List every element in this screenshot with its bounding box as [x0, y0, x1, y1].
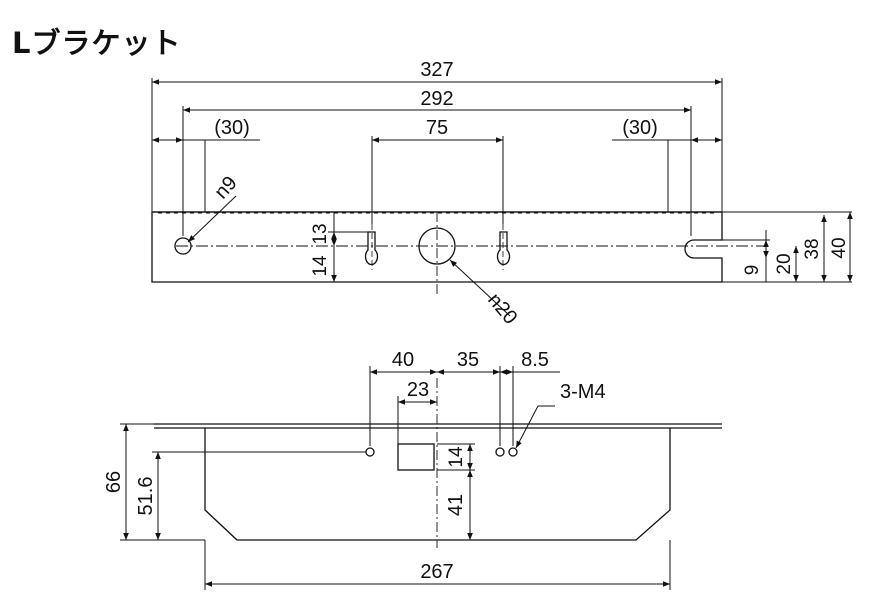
- dim-51-6: 51.6: [135, 477, 157, 516]
- dim-13: 13: [310, 223, 331, 244]
- dim-14-top: 14: [310, 255, 331, 277]
- hole-m4-2: [495, 447, 505, 457]
- leader-n20: [449, 259, 511, 317]
- dim-23: 23: [407, 379, 429, 401]
- dim-66: 66: [103, 471, 125, 493]
- dim-40-front: 40: [392, 349, 414, 371]
- dim-75: 75: [426, 117, 448, 139]
- plate-outline: [151, 211, 723, 283]
- dim-35: 35: [457, 349, 479, 371]
- keyhole-slot-left: [364, 231, 379, 266]
- hole-m4-3: [508, 447, 518, 457]
- dim-30-right: (30): [622, 117, 658, 139]
- large-hole: [418, 227, 456, 265]
- label-3-m4: 3-M4: [560, 381, 606, 403]
- dim-30-left: (30): [214, 117, 250, 139]
- front-view: [120, 366, 722, 590]
- label-n20: n20: [483, 289, 521, 329]
- rect-cutout: [397, 443, 435, 471]
- dim-267: 267: [420, 561, 453, 583]
- top-view: [151, 78, 853, 317]
- keyhole-slot-right: [496, 231, 511, 266]
- dim-327: 327: [420, 59, 453, 81]
- hole-m4-1: [365, 447, 375, 457]
- label-n9: n9: [210, 172, 241, 203]
- page-title: Lブラケット: [12, 26, 182, 60]
- dim-14-front: 14: [446, 446, 467, 468]
- small-hole: [174, 237, 192, 255]
- dim-40-side: 40: [829, 237, 850, 258]
- body-outline: [204, 428, 671, 541]
- dim-41: 41: [445, 494, 467, 516]
- leader-n9: [187, 195, 237, 243]
- dim-38: 38: [802, 238, 823, 259]
- dim-292: 292: [420, 88, 453, 110]
- dim-20: 20: [774, 253, 795, 274]
- dim-8-5: 8.5: [521, 349, 549, 371]
- dim-9: 9: [742, 265, 763, 276]
